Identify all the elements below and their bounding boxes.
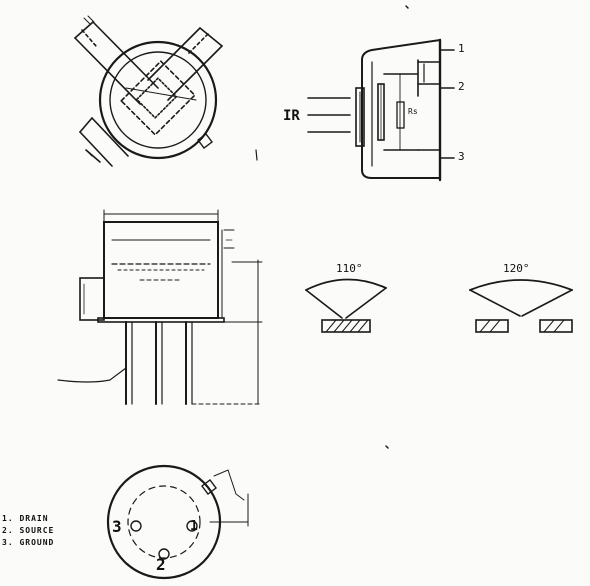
- pin-2-label: 2: [156, 555, 166, 574]
- legend-row-ground: 3. GROUND: [2, 538, 55, 547]
- pin-3-label: 3: [112, 517, 122, 536]
- top-view-drawing: [74, 15, 223, 167]
- resistor-label: Rs: [408, 107, 418, 116]
- sensor-schematic: [307, 38, 455, 182]
- legend-row-source: 2. SOURCE: [2, 526, 55, 535]
- pin-legend: 1. DRAIN 2. SOURCE 3. GROUND: [2, 513, 54, 549]
- side-view-drawing: [57, 209, 263, 405]
- pin-1-label: 1: [190, 519, 198, 534]
- view-angle-110-label: 110°: [336, 262, 363, 275]
- view-angle-110-diagram: [305, 278, 387, 333]
- schematic-pin-1-label: 1: [458, 42, 465, 55]
- stray-mark: [255, 149, 258, 161]
- view-angle-120-label: 120°: [503, 262, 530, 275]
- pinout-bottom-view: [106, 464, 249, 580]
- view-angle-120-diagram: [469, 279, 573, 333]
- legend-row-drain: 1. DRAIN: [2, 514, 49, 523]
- schematic-pin-2-label: 2: [458, 80, 465, 93]
- schematic-pin-3-label: 3: [458, 150, 465, 163]
- ir-input-label: IR: [283, 108, 300, 124]
